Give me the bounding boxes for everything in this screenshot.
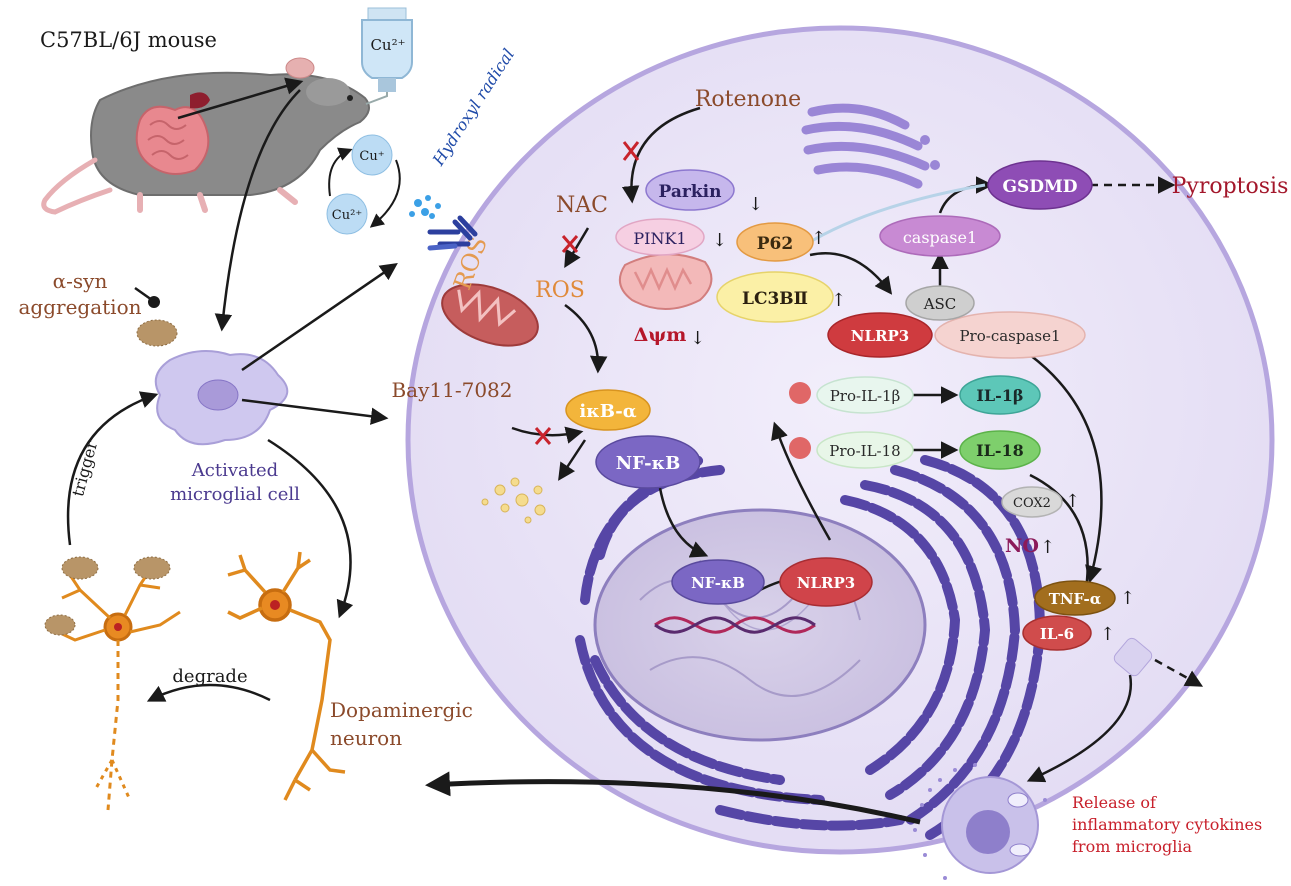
svg-text:↑: ↑ [1100,624,1115,645]
svg-text:↓: ↓ [712,230,727,251]
svg-text:iκB-α: iκB-α [579,401,636,422]
receptor-icon [427,215,478,251]
cox2-node: COX2 [1001,486,1063,518]
dopaminergic-neuron-icon [227,551,346,801]
svg-text:IL-1β: IL-1β [976,386,1023,405]
connector-curve [804,183,986,247]
svg-text:TNF-α: TNF-α [1049,590,1102,608]
svg-text:↑: ↑ [1120,588,1135,609]
pro-caspase1-label: Pro-caspase1 [959,327,1060,345]
nac-label: NAC [556,193,608,218]
membrane-channel [1113,637,1153,677]
neuron-aggregates [44,556,171,636]
asyn-aggregate-icon [136,319,178,347]
water-bottle-icon: Cu²⁺ [361,7,413,105]
regulation-arrows: ↓ ↓ ↑ ↑ ↓ ↑ ↑ ↑ ↑ [690,194,1135,645]
ikb-node: iκB-α [565,389,651,431]
hydroxyl-radical-label: Hydroxyl radical [428,45,518,169]
inhibitor-line [134,286,153,302]
svg-text:LC3BⅡ: LC3BⅡ [742,289,808,309]
svg-text:Cu⁺: Cu⁺ [359,149,384,164]
release-label-line1: Release of [1072,793,1157,812]
svg-text:IL-6: IL-6 [1040,625,1074,643]
asyn-label-line2: aggregation [18,295,141,319]
svg-text:GSDMD: GSDMD [1002,177,1077,197]
svg-text:P62: P62 [757,234,793,254]
pro-il18-node: Pro-IL-18 [789,431,914,469]
svg-text:↑: ↑ [1040,537,1055,558]
neuron-label-line1: Dopaminergic [330,698,473,722]
mouse-icon [41,57,370,215]
svg-text:↑: ↑ [831,290,846,311]
svg-text:IL-18: IL-18 [976,441,1024,460]
microglia-arrows [66,263,398,702]
ros-inner-label: ROS [535,278,585,303]
mouse-to-microglia-arrow [214,89,301,332]
mitochondrion-icon [441,283,539,347]
parkin-node: Parkin [645,169,735,211]
svg-text:COX2: COX2 [1013,496,1051,511]
microglia-label-line2: microglial cell [170,484,300,505]
pyroptosis-label: Pyroptosis [1172,174,1289,199]
releasing-microglia-icon [913,763,1047,880]
svg-text:PINK1: PINK1 [633,229,686,248]
caspase1-node: caspase1 [879,215,1001,257]
mouse-label: C57BL/6J mouse [40,28,217,52]
release-label-line3: from microglia [1072,837,1192,856]
svg-text:↓: ↓ [748,194,763,215]
tnfa-node: TNF-α [1034,580,1116,616]
nucleus [593,508,927,742]
asyn-label-line1: α-syn [53,269,108,293]
svg-text:NF-κB: NF-κB [691,574,745,592]
degrade-label: degrade [172,666,247,687]
nfkb-node: NF-κB [595,435,701,489]
svg-text:↓: ↓ [690,328,705,349]
delta-psi-label: Δψm [634,324,687,346]
svg-text:Parkin: Parkin [659,182,722,202]
golgi-apparatus-icon [801,103,940,189]
svg-text:Pro-IL-18: Pro-IL-18 [829,442,900,460]
nlrp3-label: NLRP3 [851,327,909,345]
inhibition-marks [534,141,640,445]
rotenone-label: Rotenone [695,87,801,112]
svg-text:NLRP3: NLRP3 [797,574,855,592]
il18-node: IL-18 [959,430,1041,470]
cytokine-release-arrow [425,771,921,825]
svg-text:Cu²⁺: Cu²⁺ [370,36,405,54]
svg-text:caspase1: caspase1 [903,228,977,247]
svg-text:Pro-IL-1β: Pro-IL-1β [830,387,901,405]
copper-redox-cycle: Cu⁺ Cu²⁺ [326,134,401,235]
release-label-line2: inflammatory cytokines [1072,815,1262,834]
hydroxyl-radical-dots [409,195,441,219]
pink1-node: PINK1 [615,218,705,256]
il1b-node: IL-1β [959,375,1041,415]
activated-microglia-icon [154,350,289,446]
nucleus-nfkb-node: NF-κB [671,559,765,605]
svg-text:Cu²⁺: Cu²⁺ [332,208,362,223]
pro-il1b-node: Pro-IL-1β [789,376,914,414]
gsdmd-node: GSDMD [987,160,1093,210]
inhibitor-dot [148,296,160,308]
il6-node: IL-6 [1022,615,1092,651]
p62-node: P62 [736,222,814,262]
trigger-label: trigger [68,438,101,498]
dna-helix-icon [654,616,816,634]
no-label: NO [1005,535,1039,557]
degraded-ikb-fragments-icon [481,477,546,524]
neuron-label-line2: neuron [330,726,402,750]
svg-text:↑: ↑ [1065,491,1080,512]
svg-text:↑: ↑ [811,228,826,249]
svg-text:NF-κB: NF-κB [616,453,681,474]
asc-label: ASC [923,295,957,313]
nucleus-nlrp3-node: NLRP3 [779,557,873,607]
degenerating-neuron-icon [57,569,181,811]
microglia-label-line1: Activated [191,460,278,481]
damaged-mitochondrion-icon [618,253,713,310]
inflammasome-complex: Pro-caspase1 NLRP3 ASC [827,285,1086,359]
lc3b-node: LC3BⅡ [716,271,834,323]
bay-label: Bay11-7082 [391,378,512,402]
